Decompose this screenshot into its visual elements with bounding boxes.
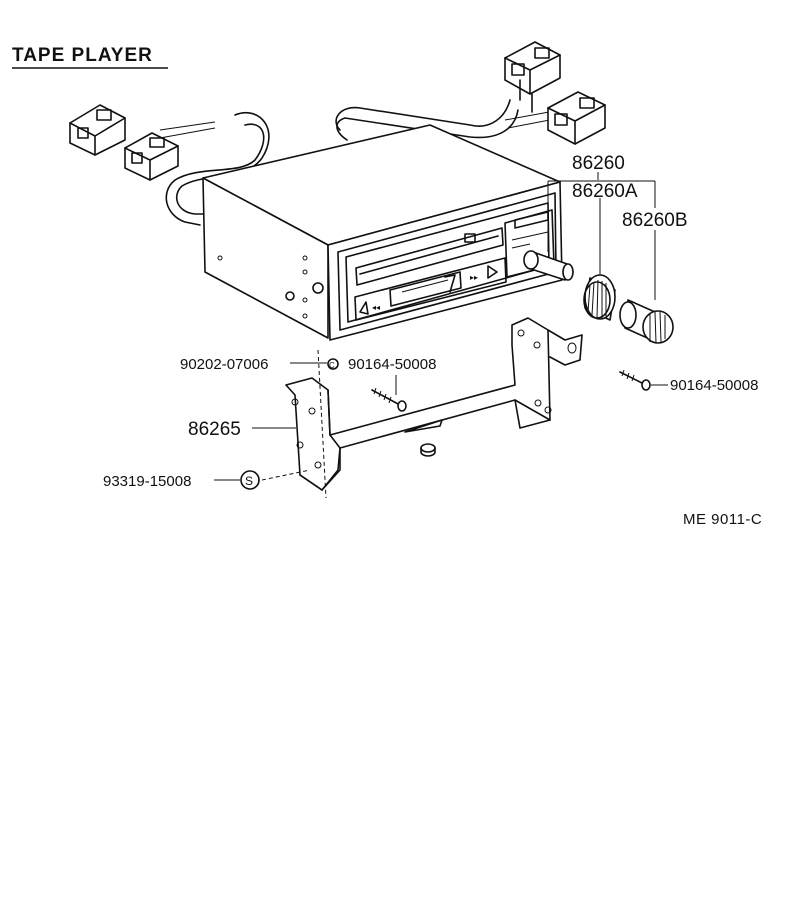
leader-93319-dash [261, 469, 311, 481]
connector-left-2 [124, 132, 179, 181]
part-90164-right-label: 90164-50008 [670, 377, 758, 394]
install-line [317, 349, 327, 499]
wire-harness-left [69, 104, 270, 226]
wire-harness-right [335, 41, 606, 145]
screw-right-90164 [619, 369, 651, 391]
part-90164-left-label: 90164-50008 [348, 356, 436, 373]
drawing-code: ME 9011-C [683, 511, 762, 528]
washer-90202: C [327, 358, 339, 370]
washer-symbol: C [329, 361, 335, 370]
part-86260A-label: 86260A [572, 181, 638, 202]
leader-86260 [547, 172, 656, 300]
connector-left-1 [69, 104, 126, 156]
forward-mark: ▸▸ [470, 273, 478, 282]
screw-symbol-circle [240, 470, 260, 490]
knob-86260A [583, 274, 616, 321]
part-86260B-label: 86260B [622, 210, 688, 231]
mounting-bracket-86265 [285, 317, 583, 491]
part-90202-label: 90202-07006 [180, 356, 268, 373]
part-86265-label: 86265 [188, 419, 241, 440]
rewind-mark: ◂◂ [372, 303, 380, 312]
volume-shaft [523, 250, 574, 281]
connector-right-1 [504, 41, 561, 113]
connector-right-2 [547, 91, 606, 145]
diagram-title: TAPE PLAYER [12, 45, 153, 66]
part-86260-label: 86260 [572, 153, 625, 174]
part-93319-label: 93319-15008 [103, 473, 191, 490]
screw-symbol: S [245, 474, 253, 488]
screw-left-90164 [371, 387, 407, 412]
knob-86260B [619, 299, 674, 344]
tape-player-body: ◂◂ ▸▸ [202, 124, 574, 341]
